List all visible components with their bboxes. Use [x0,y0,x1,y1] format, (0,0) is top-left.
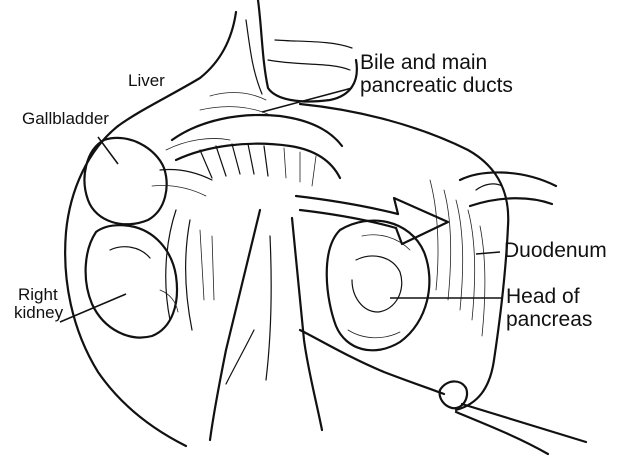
ducts-drawing [170,113,344,187]
gallbladder-drawing [83,136,231,226]
body-contour-drawing [64,124,215,448]
right-kidney-drawing [84,224,179,339]
retracted-tissue-drawing [208,208,446,442]
leader-kidney [59,293,127,323]
leader-bile-ducts [261,87,353,113]
pancreas-head-drawing [325,219,431,352]
label-head-of-pancreas-line2: pancreas [506,307,593,331]
label-right-kidney-line1: Right [18,285,58,304]
label-head-of-pancreas: Head of pancreas [506,285,593,331]
mobilization-arrow [294,194,450,246]
label-right-kidney: Right kidney [14,285,64,323]
label-bile-ducts-line1: Bile and main [360,51,488,74]
label-liver: Liver [128,71,165,90]
label-right-kidney-line2: kidney [14,303,64,323]
leader-gallbladder [97,136,119,165]
label-head-of-pancreas-line1: Head of [506,285,580,308]
label-bile-ducts: Bile and main pancreatic ducts [360,51,513,97]
label-duodenum: Duodenum [504,239,607,262]
label-gallbladder: Gallbladder [22,109,109,128]
leader-duodenum [475,251,501,255]
label-bile-ducts-line2: pancreatic ducts [360,73,513,97]
leader-lines [59,87,502,323]
duodenum-drawing [298,102,588,456]
